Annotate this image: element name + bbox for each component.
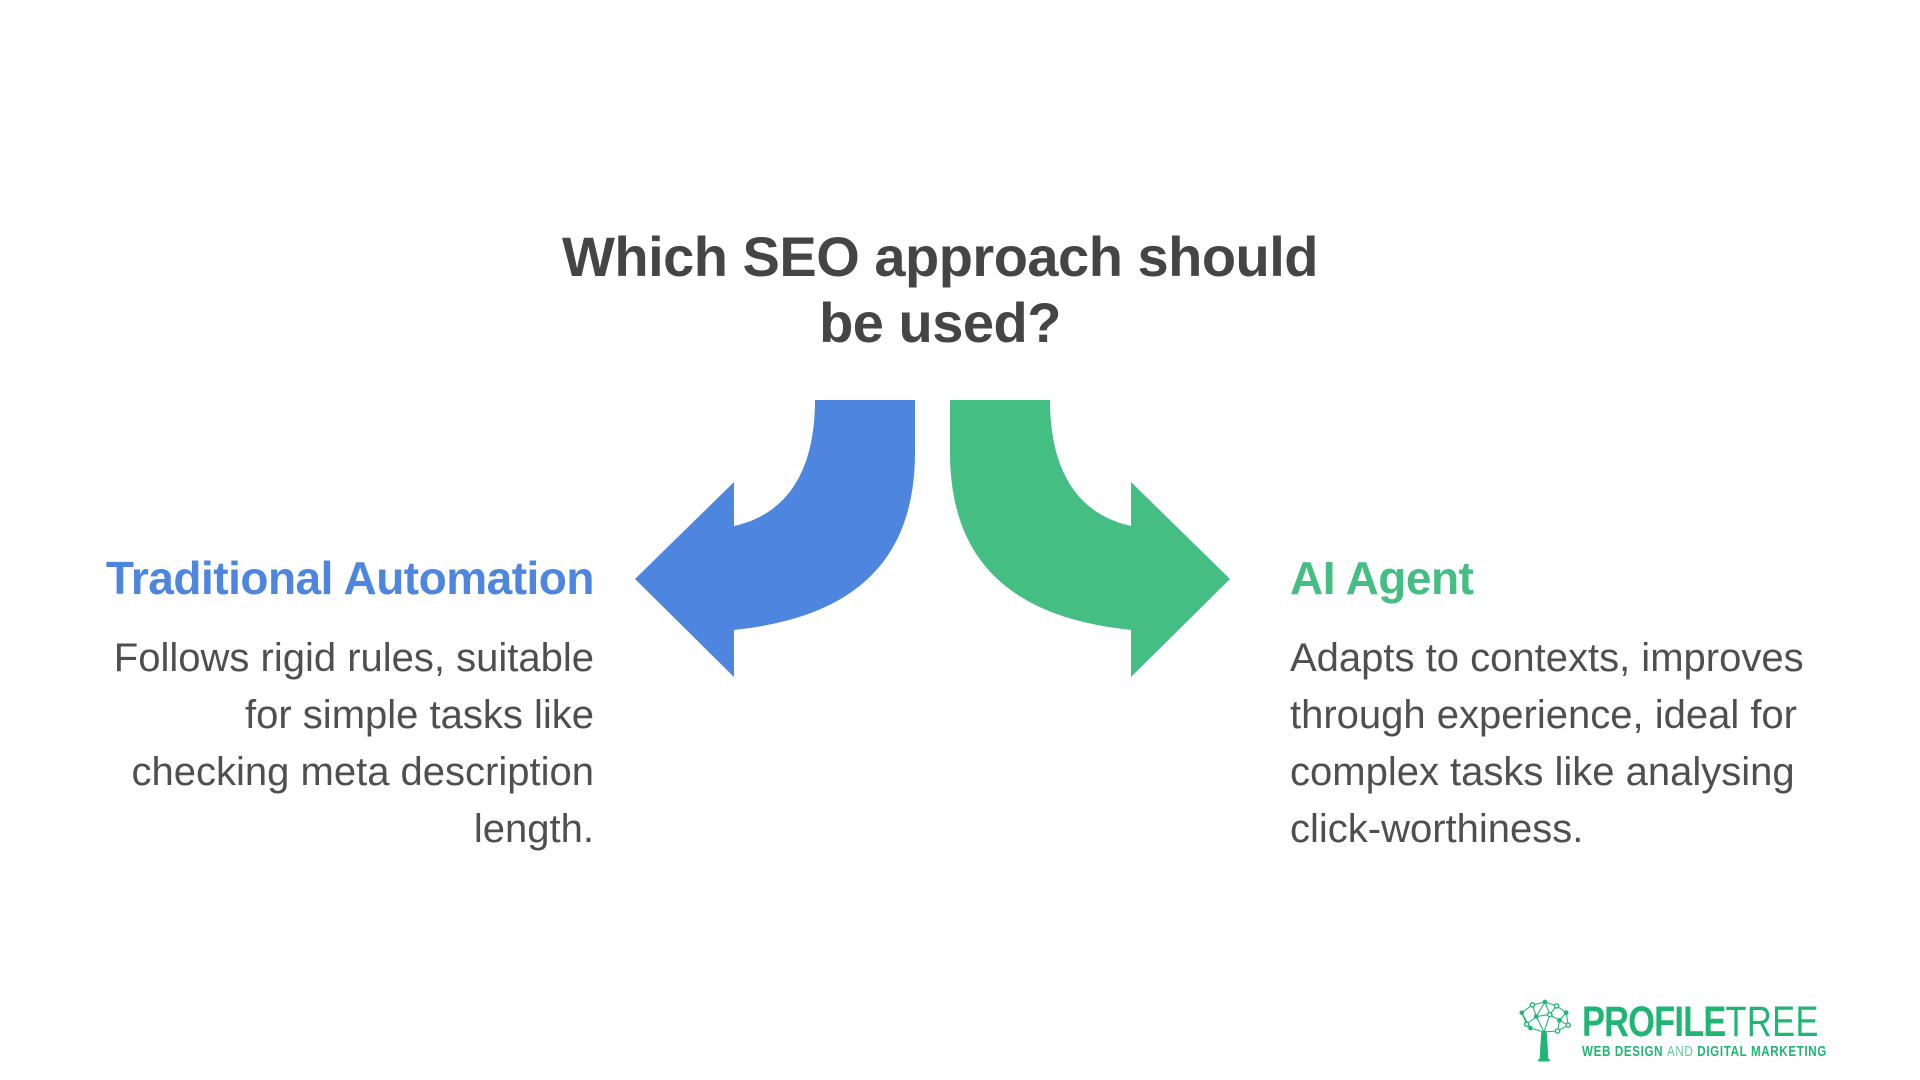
logo-tagline-and: AND xyxy=(1666,1044,1698,1060)
left-option-description: Follows rigid rules, suitable for simple… xyxy=(60,630,594,858)
page-title-line-1: Which SEO approach should xyxy=(562,225,1319,288)
tree-network-icon xyxy=(1519,999,1571,1062)
right-option-line: click-worthiness. xyxy=(1290,807,1584,851)
curved-arrow-right-icon xyxy=(950,400,1230,677)
page-title-line-2: be used? xyxy=(819,291,1061,354)
right-option-heading: AI Agent xyxy=(1290,552,1474,604)
logo-wordmark: PROFILETREE WEB DESIGN AND DIGITAL MARKE… xyxy=(1582,1001,1827,1060)
logo-tagline-digital-marketing: DIGITAL MARKETING xyxy=(1697,1044,1827,1060)
page-title: Which SEO approach should be used? xyxy=(440,224,1440,356)
left-option-line: Follows rigid rules, suitable xyxy=(113,636,594,680)
logo-tagline: WEB DESIGN AND DIGITAL MARKETING xyxy=(1582,1045,1827,1060)
right-option-line: complex tasks like analysing xyxy=(1290,750,1795,794)
profiletree-logo: PROFILETREE WEB DESIGN AND DIGITAL MARKE… xyxy=(1515,998,1888,1064)
logo-name-tree: TREE xyxy=(1725,998,1819,1046)
logo-name-profile: PROFILE xyxy=(1581,998,1726,1046)
left-option-line: checking meta description xyxy=(131,750,594,794)
curved-arrow-left-shape xyxy=(635,400,915,677)
curved-arrow-left-icon xyxy=(635,400,915,677)
curved-arrow-right-shape xyxy=(950,400,1230,677)
right-option-line: through experience, ideal for xyxy=(1290,693,1797,737)
left-option-line: for simple tasks like xyxy=(245,693,594,737)
left-option-heading: Traditional Automation xyxy=(105,552,595,604)
right-option-description: Adapts to contexts, improves through exp… xyxy=(1290,630,1910,858)
logo-tagline-web-design: WEB DESIGN xyxy=(1581,1044,1667,1060)
logo-name: PROFILETREE xyxy=(1582,1001,1827,1044)
right-option-line: Adapts to contexts, improves xyxy=(1290,636,1804,680)
left-option-line: length. xyxy=(473,807,594,851)
